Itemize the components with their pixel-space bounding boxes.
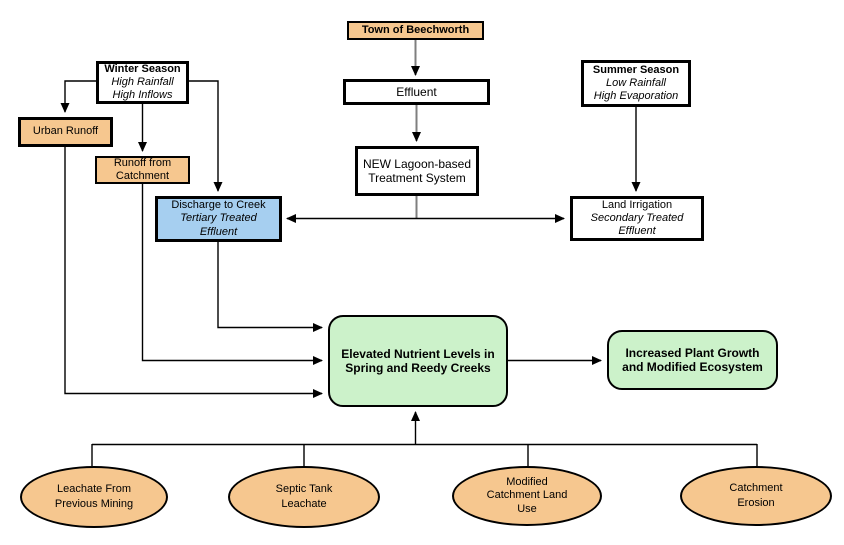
node-label: Secondary Treated — [590, 211, 684, 224]
node-label: Septic Tank — [275, 483, 333, 496]
node-label: Catchment Land — [486, 489, 568, 502]
node-label: Tertiary Treated — [180, 212, 257, 225]
connector-runoff-to-elevated — [141, 184, 323, 365]
node-label: Elevated Nutrient Levels in — [341, 346, 495, 361]
node-winter-season: Winter Season High Rainfall High Inflows — [96, 61, 189, 104]
node-leachate-from-previous-mining: Leachate From Previous Mining — [20, 466, 168, 528]
node-label: Low Rainfall — [606, 76, 666, 89]
node-runoff-from-catchment: Runoff from Catchment — [95, 156, 190, 184]
node-label: Leachate — [281, 498, 327, 510]
node-label: High Rainfall — [111, 75, 174, 88]
node-label: Catchment — [115, 170, 170, 182]
node-label: Effluent — [199, 225, 238, 238]
node-discharge-to-creek: Discharge to Creek Tertiary Treated Effl… — [155, 196, 282, 242]
node-town-of-beechworth: Town of Beechworth — [347, 21, 484, 40]
node-effluent: Effluent — [343, 79, 490, 105]
node-label: Discharge to Creek — [171, 199, 266, 212]
node-label: High Evaporation — [593, 90, 679, 103]
node-modified-catchment-land-use: Modified Catchment Land Use — [452, 466, 602, 526]
node-label: NEW Lagoon-based — [362, 156, 472, 171]
node-label: Land Irrigation — [601, 198, 673, 211]
node-label: Effluent — [618, 225, 656, 238]
node-septic-tank-leachate: Septic Tank Leachate — [228, 466, 380, 528]
connector-discharge-to-elevated — [217, 242, 323, 332]
node-new-lagoon-treatment-system: NEW Lagoon-based Treatment System — [355, 146, 479, 196]
node-label: Use — [517, 502, 537, 515]
node-label: Effluent — [396, 84, 437, 99]
connector-winter-to-discharge — [189, 80, 223, 192]
node-increased-plant-growth: Increased Plant Growth and Modified Ecos… — [607, 330, 778, 390]
node-summer-season: Summer Season Low Rainfall High Evaporat… — [581, 60, 691, 107]
node-label: Winter Season — [104, 62, 181, 75]
node-label: Modified — [506, 476, 548, 489]
node-label: Urban Runoff — [32, 125, 99, 138]
connector-urban-to-elevated — [64, 147, 323, 398]
node-elevated-nutrient-levels: Elevated Nutrient Levels in Spring and R… — [328, 315, 508, 407]
node-label: Previous Mining — [54, 498, 134, 510]
node-label: Catchment — [729, 482, 783, 495]
node-label: Erosion — [737, 497, 775, 509]
node-label: Treatment System — [368, 171, 466, 185]
node-urban-runoff: Urban Runoff — [18, 117, 113, 147]
node-catchment-erosion: Catchment Erosion — [680, 466, 832, 526]
node-label: Spring and Reedy Creeks — [345, 361, 491, 375]
node-label: Leachate From — [57, 483, 131, 496]
node-label: Summer Season — [592, 63, 680, 76]
node-label: and Modified Ecosystem — [622, 360, 763, 374]
node-label: Runoff from — [113, 156, 172, 169]
node-label: High Inflows — [112, 89, 173, 102]
node-label: Town of Beechworth — [361, 23, 470, 36]
node-land-irrigation: Land Irrigation Secondary Treated Efflue… — [570, 196, 704, 241]
connector-winter-to-urban-runoff — [60, 80, 96, 113]
node-label: Increased Plant Growth — [625, 345, 760, 360]
